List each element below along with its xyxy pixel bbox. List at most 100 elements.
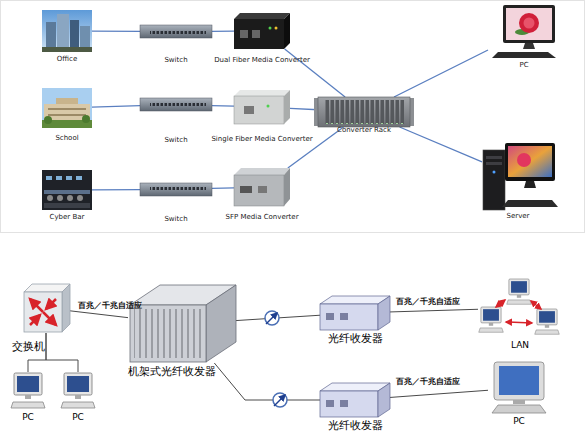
transceiver-node: 光纤收发器 bbox=[320, 383, 390, 417]
cyber-bar-photo bbox=[47, 195, 53, 201]
rack-chassis bbox=[130, 305, 206, 362]
dual-fiber-converter bbox=[234, 13, 290, 19]
node-caption: PC bbox=[22, 413, 34, 423]
network-link bbox=[92, 30, 140, 32]
pc-node: PC bbox=[60, 372, 96, 410]
server-machine bbox=[486, 162, 502, 165]
server-node: Server bbox=[482, 142, 554, 212]
cable-link bbox=[46, 333, 78, 372]
single-fiber-converter bbox=[267, 105, 270, 108]
network-link bbox=[212, 187, 234, 189]
node-caption: SFP Media Converter bbox=[225, 214, 298, 222]
dual-fiber-converter bbox=[252, 30, 260, 38]
cable-link bbox=[390, 390, 488, 397]
node-label: PC bbox=[513, 417, 525, 427]
cyber-bar-photo bbox=[66, 176, 72, 180]
pc-workstation bbox=[503, 5, 555, 43]
pc-workstation bbox=[519, 13, 539, 33]
node-caption: 光纤收发器 bbox=[328, 333, 383, 345]
node-caption: Office bbox=[57, 56, 77, 64]
pc-monitor bbox=[513, 400, 525, 404]
rack-node: Converter Rack bbox=[318, 97, 410, 127]
switch-device bbox=[150, 187, 206, 193]
core-switch-node: 交换机 bbox=[22, 283, 70, 333]
server-machine bbox=[493, 171, 496, 174]
link-speed-label: 百兆／千兆自适应 bbox=[78, 302, 142, 310]
node-label: LAN bbox=[511, 341, 529, 351]
server-machine bbox=[505, 143, 555, 181]
node-caption: 机架式光纤收发器 bbox=[128, 366, 216, 378]
node-label: PC bbox=[519, 62, 528, 70]
school-photo bbox=[48, 108, 86, 110]
node-label: Cyber Bar bbox=[50, 214, 85, 222]
pc-monitor bbox=[492, 405, 546, 413]
fiber-symbol bbox=[266, 313, 277, 324]
office-photo bbox=[42, 10, 92, 52]
single-fiber-converter bbox=[234, 90, 290, 96]
cyber-bar-photo bbox=[57, 195, 63, 201]
converter-node: Single Fiber Media Converter bbox=[234, 90, 290, 124]
node-caption: 交换机 bbox=[12, 341, 45, 353]
node-label: PC bbox=[22, 413, 34, 423]
cyber-bar-photo bbox=[67, 195, 73, 201]
lan-cluster bbox=[535, 309, 560, 334]
core-switch-icon bbox=[62, 284, 70, 332]
sfp-converter bbox=[258, 186, 267, 193]
photo-node: Office bbox=[42, 10, 92, 52]
core-switch-icon bbox=[24, 292, 62, 332]
switch-device bbox=[140, 183, 212, 196]
cable-link bbox=[70, 311, 128, 318]
converter-rack bbox=[318, 97, 410, 127]
network-link bbox=[212, 105, 234, 107]
node-label: School bbox=[55, 135, 78, 143]
link-speed-label: 百兆／千兆自适应 bbox=[396, 298, 460, 306]
network-link bbox=[394, 50, 488, 97]
node-label: 光纤收发器 bbox=[328, 420, 383, 432]
node-caption: Switch bbox=[164, 137, 187, 145]
dual-fiber-converter bbox=[240, 30, 248, 38]
cyber-bar-photo bbox=[42, 170, 92, 210]
rack-chassis bbox=[206, 285, 236, 362]
switch-node: Switch bbox=[140, 25, 212, 38]
office-photo bbox=[42, 10, 92, 52]
cyber-bar-photo bbox=[46, 176, 52, 180]
server-machine bbox=[486, 156, 502, 159]
node-caption: Dual Fiber Media Converter bbox=[214, 57, 310, 65]
server-machine bbox=[483, 150, 505, 210]
lan-cluster bbox=[496, 300, 505, 307]
converter-node: SFP Media Converter bbox=[234, 168, 290, 206]
panel-frame bbox=[1, 1, 585, 233]
fiber-symbol bbox=[274, 395, 285, 406]
office-photo bbox=[57, 14, 69, 52]
pc-icon bbox=[11, 373, 45, 408]
lan-cluster bbox=[531, 301, 541, 309]
core-switch-icon bbox=[24, 284, 70, 332]
cable-link bbox=[390, 309, 478, 312]
lan-cluster bbox=[506, 322, 532, 323]
fiber-transceiver-icon bbox=[326, 313, 334, 320]
node-caption: Single Fiber Media Converter bbox=[211, 136, 312, 144]
core-switch-icon bbox=[46, 299, 56, 309]
transceiver-node: 光纤收发器 bbox=[320, 296, 390, 330]
fiber-transceiver-icon bbox=[340, 400, 348, 407]
switch-node: Switch bbox=[140, 183, 212, 196]
lan-cluster bbox=[479, 307, 504, 332]
fiber-symbol bbox=[265, 311, 279, 325]
lan-cluster bbox=[479, 279, 560, 334]
sfp-converter bbox=[240, 186, 252, 193]
network-link bbox=[92, 106, 140, 108]
server-machine bbox=[502, 200, 558, 207]
server-machine bbox=[508, 146, 552, 177]
pc-node: PC bbox=[10, 372, 46, 410]
network-link bbox=[290, 108, 318, 109]
node-label: Single Fiber Media Converter bbox=[211, 136, 312, 144]
pc-monitor bbox=[492, 362, 546, 413]
node-label: PC bbox=[72, 413, 84, 423]
core-switch-icon bbox=[43, 312, 56, 325]
fiber-transceiver-icon bbox=[378, 296, 390, 330]
core-switch-icon bbox=[30, 315, 40, 325]
node-label: SFP Media Converter bbox=[225, 214, 298, 222]
server-machine bbox=[483, 143, 558, 210]
node-caption: LAN bbox=[511, 341, 529, 351]
